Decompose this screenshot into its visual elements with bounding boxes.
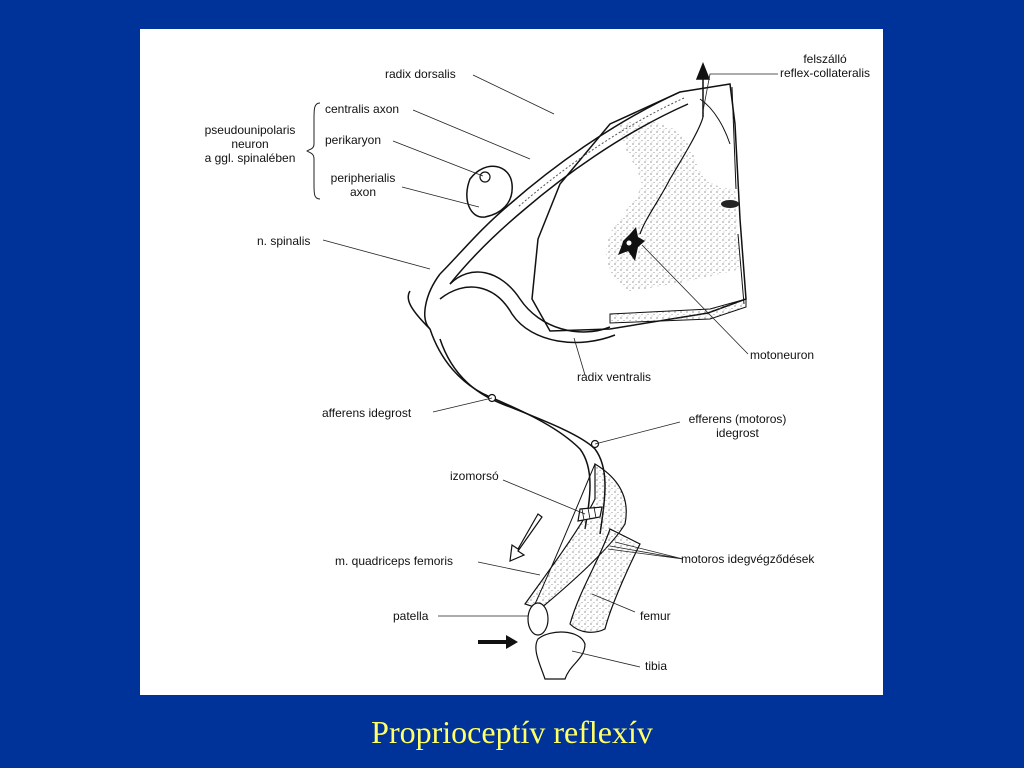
radix-dorsalis: [439, 91, 681, 275]
afferens-idegrost-fiber: [429, 328, 591, 530]
central-canal: [721, 200, 739, 208]
label-efferens-line1: efferens (motoros): [688, 412, 787, 426]
label-peripherialis-line1: peripherialis: [330, 171, 396, 185]
grey-matter: [606, 120, 740, 291]
label-patella: patella: [393, 609, 429, 623]
radix-ventralis: [449, 271, 611, 333]
label-felszallo-line2: reflex-collateralis: [779, 66, 871, 80]
label-pseudo-line2: neuron: [231, 137, 269, 151]
motoneuron-cell: [618, 227, 645, 261]
reflex-arc-drawing: [306, 61, 778, 680]
diagram-panel: radix dorsalis centralis axon perikaryon…: [140, 29, 883, 695]
spinal-ganglion: [466, 165, 513, 218]
label-pseudo-line3: a ggl. spinalében: [204, 151, 296, 165]
label-perikaryon: perikaryon: [325, 133, 382, 147]
label-radix-ventralis: radix ventralis: [577, 370, 652, 384]
n-spinalis: [424, 273, 441, 330]
quadriceps-muscle: [524, 462, 627, 610]
label-centralis-axon: centralis axon: [325, 102, 400, 116]
patella-bone: [527, 602, 549, 636]
label-femur: femur: [640, 609, 671, 623]
tibia-bone: [535, 631, 586, 680]
solid-arrow: [478, 635, 518, 649]
label-n-spinalis: n. spinalis: [257, 234, 311, 248]
label-efferens: efferens (motoros) idegrost: [675, 412, 800, 440]
label-tibia: tibia: [645, 659, 668, 673]
slide-title: Proprioceptív reflexív: [371, 714, 653, 750]
label-radix-dorsalis: radix dorsalis: [385, 67, 456, 81]
label-efferens-line2: idegrost: [716, 426, 759, 440]
label-felszallo: felszálló reflex-collateralis: [770, 52, 880, 80]
label-pseudounipolaris: pseudounipolaris neuron a ggl. spinalébe…: [190, 123, 310, 165]
label-afferens-idegrost: afferens idegrost: [322, 406, 412, 420]
hollow-arrow: [509, 513, 543, 562]
perikaryon-cell: [479, 171, 491, 183]
label-izomorso: izomorsó: [450, 469, 499, 483]
efferens-idegrost-fiber: [439, 338, 606, 535]
femur-bone: [569, 528, 641, 633]
label-felszallo-line1: felszálló: [803, 52, 847, 66]
label-peripherialis-line2: axon: [349, 185, 377, 199]
label-peripherialis-axon: peripherialis axon: [323, 171, 403, 199]
label-m-quadriceps: m. quadriceps femoris: [335, 554, 454, 568]
label-motoneuron: motoneuron: [750, 348, 815, 362]
label-motoros-idegvegzodesek: motoros idegvégződések: [681, 552, 815, 566]
reflex-collateral: [639, 116, 704, 235]
label-pseudo-line1: pseudounipolaris: [204, 123, 296, 137]
pseudounipolaris-brace: [306, 102, 321, 200]
